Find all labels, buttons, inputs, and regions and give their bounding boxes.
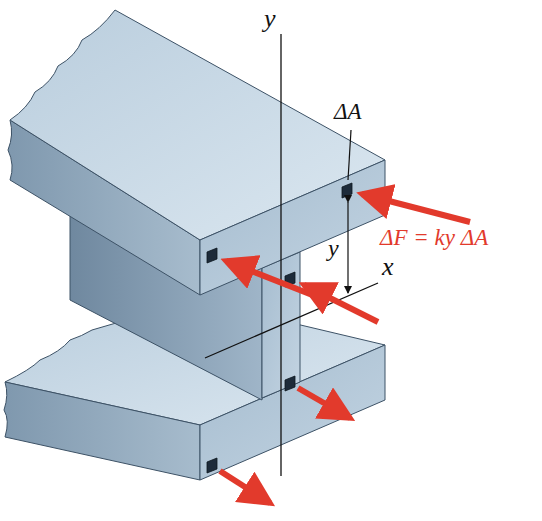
area-element (285, 376, 295, 391)
area-element (342, 183, 352, 198)
force-label: ΔF = ky ΔA (380, 226, 488, 249)
leader-line (348, 130, 351, 180)
force-arrow (362, 194, 470, 222)
area-element (207, 248, 217, 263)
y-axis (280, 34, 281, 476)
dimension-line (347, 202, 348, 293)
top-flange-section (200, 160, 385, 295)
force-arrow (220, 471, 270, 503)
bottom-flange-side (4, 382, 200, 480)
force-arrow (304, 285, 378, 322)
axis-label: y (264, 6, 276, 32)
force-arrow (298, 388, 350, 418)
axis-label: x (382, 254, 394, 280)
beam-body (4, 10, 385, 480)
axes (205, 34, 378, 476)
x-axis (205, 283, 378, 358)
area-element (207, 458, 217, 473)
area-label: ΔA (334, 100, 362, 123)
dimension-label: y (328, 236, 339, 260)
area-elements (207, 183, 352, 473)
force-arrow (226, 261, 325, 300)
